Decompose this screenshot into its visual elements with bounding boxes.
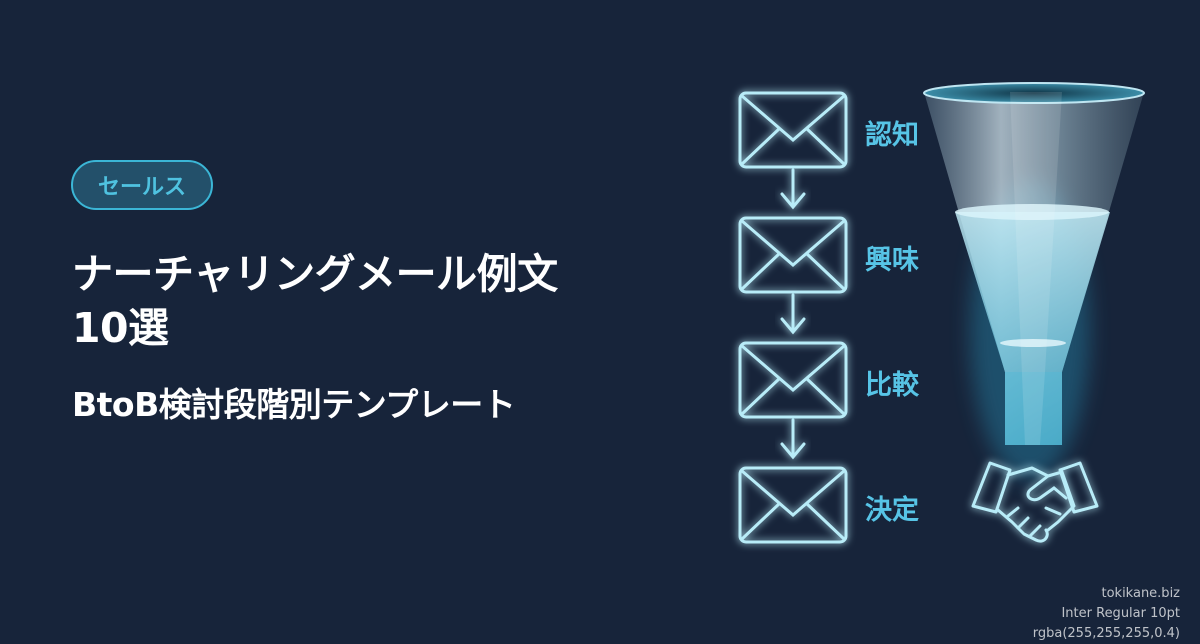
page-subtitle: BtoB検討段階別テンプレート bbox=[72, 385, 516, 424]
nurturing-funnel-illustration bbox=[738, 82, 1145, 544]
footer-notes: tokikane.biz Inter Regular 10pt rgba(255… bbox=[1033, 584, 1180, 644]
font-note: Inter Regular 10pt bbox=[1061, 606, 1180, 621]
envelope-icon-3 bbox=[738, 341, 848, 419]
envelope-icon-1 bbox=[738, 91, 848, 169]
funnel-icon bbox=[923, 82, 1145, 480]
page-title: ナーチャリングメール例文 10選 bbox=[72, 247, 692, 355]
site-domain: tokikane.biz bbox=[1101, 586, 1180, 601]
stage-label-awareness: 認知 bbox=[865, 120, 919, 151]
down-arrow-icon-2 bbox=[780, 293, 806, 335]
title-line-1: ナーチャリングメール例文 bbox=[72, 250, 558, 298]
envelope-icon-2 bbox=[738, 216, 848, 294]
down-arrow-icon-3 bbox=[780, 418, 806, 460]
envelope-icon-4 bbox=[738, 466, 848, 544]
handshake-icon bbox=[971, 461, 1099, 543]
title-line-2: 10選 bbox=[72, 304, 169, 352]
stage-label-comparison: 比較 bbox=[865, 370, 919, 401]
down-arrow-icon-1 bbox=[780, 168, 806, 210]
color-note: rgba(255,255,255,0.4) bbox=[1032, 626, 1180, 641]
stage-label-decision: 決定 bbox=[865, 495, 919, 526]
stage-label-interest: 興味 bbox=[865, 245, 919, 276]
category-badge[interactable]: セールス bbox=[71, 160, 213, 210]
